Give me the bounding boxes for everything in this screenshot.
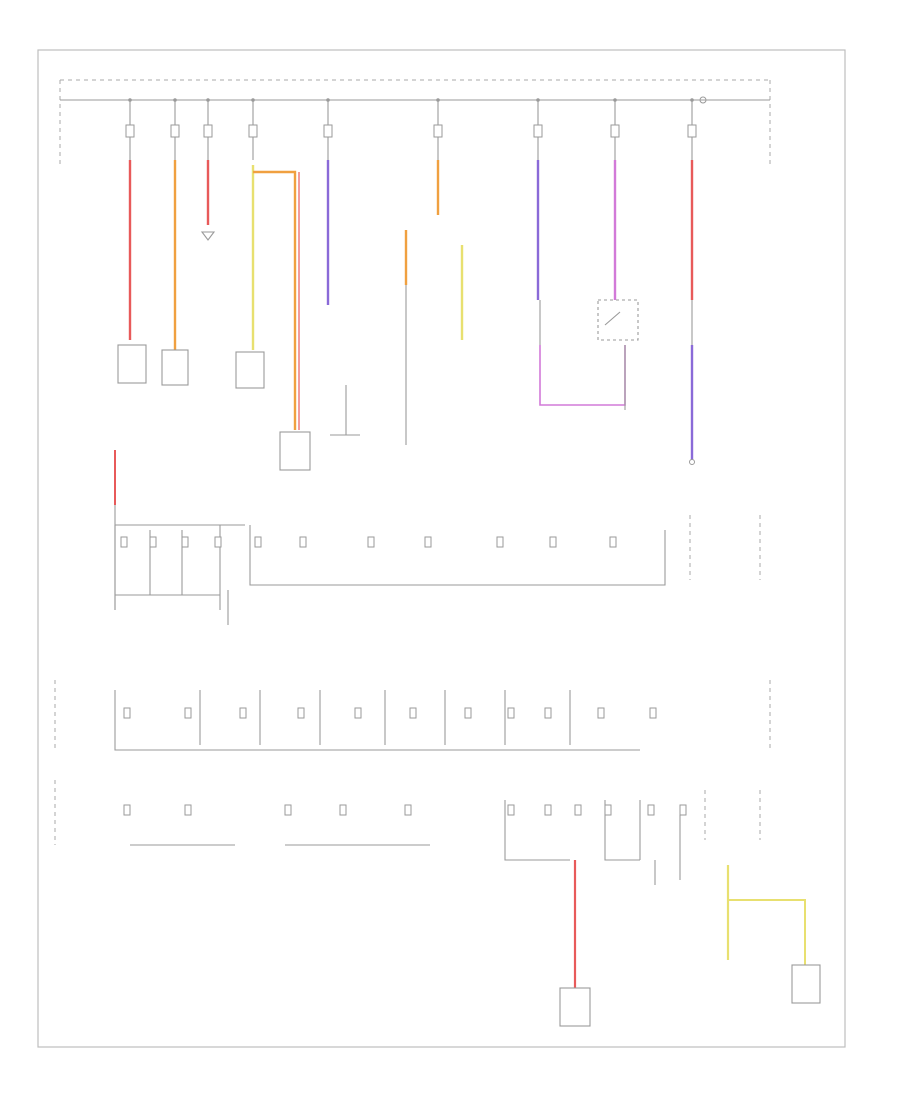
- component-4: [279, 431, 311, 471]
- fuse-panel-row-2: [54, 680, 771, 751]
- component-3: [235, 351, 265, 389]
- row3-bus: [130, 800, 641, 861]
- top-gray-continuations: [330, 285, 693, 445]
- component-6: [791, 964, 821, 1004]
- row1-fuse-markers: [120, 536, 617, 548]
- row2-bus: [114, 690, 640, 751]
- switch-box: [597, 299, 639, 341]
- row1-right-border: [689, 515, 761, 580]
- row2-outline: [54, 680, 771, 750]
- wire-orange-2: [253, 170, 297, 430]
- component-1: [117, 344, 147, 384]
- junction-1: [689, 459, 695, 465]
- top-fuse-box-outline: [59, 79, 771, 165]
- row1-bus-left: [114, 524, 245, 610]
- ground-symbol-1: [200, 231, 216, 241]
- wire-pink-loop: [539, 345, 626, 406]
- row1-bus-right: [249, 525, 666, 586]
- top-fuse-markers: [125, 124, 697, 138]
- top-bus-junctions: [128, 98, 694, 102]
- row2-fuse-markers: [123, 707, 657, 719]
- top-fuse-section: [59, 79, 771, 471]
- row3-fuse-markers: [123, 804, 687, 816]
- wire-yellow-4: [728, 899, 806, 965]
- row3-right-border: [704, 790, 761, 840]
- fuse-panel-row-1: [114, 450, 761, 625]
- fuse-panel-row-3: [54, 780, 821, 1027]
- top-fuse-drops: [129, 100, 693, 160]
- component-5: [559, 987, 591, 1027]
- diagram-frame: [37, 49, 846, 1048]
- component-2: [161, 349, 189, 386]
- top-colored-wires: [128, 160, 694, 460]
